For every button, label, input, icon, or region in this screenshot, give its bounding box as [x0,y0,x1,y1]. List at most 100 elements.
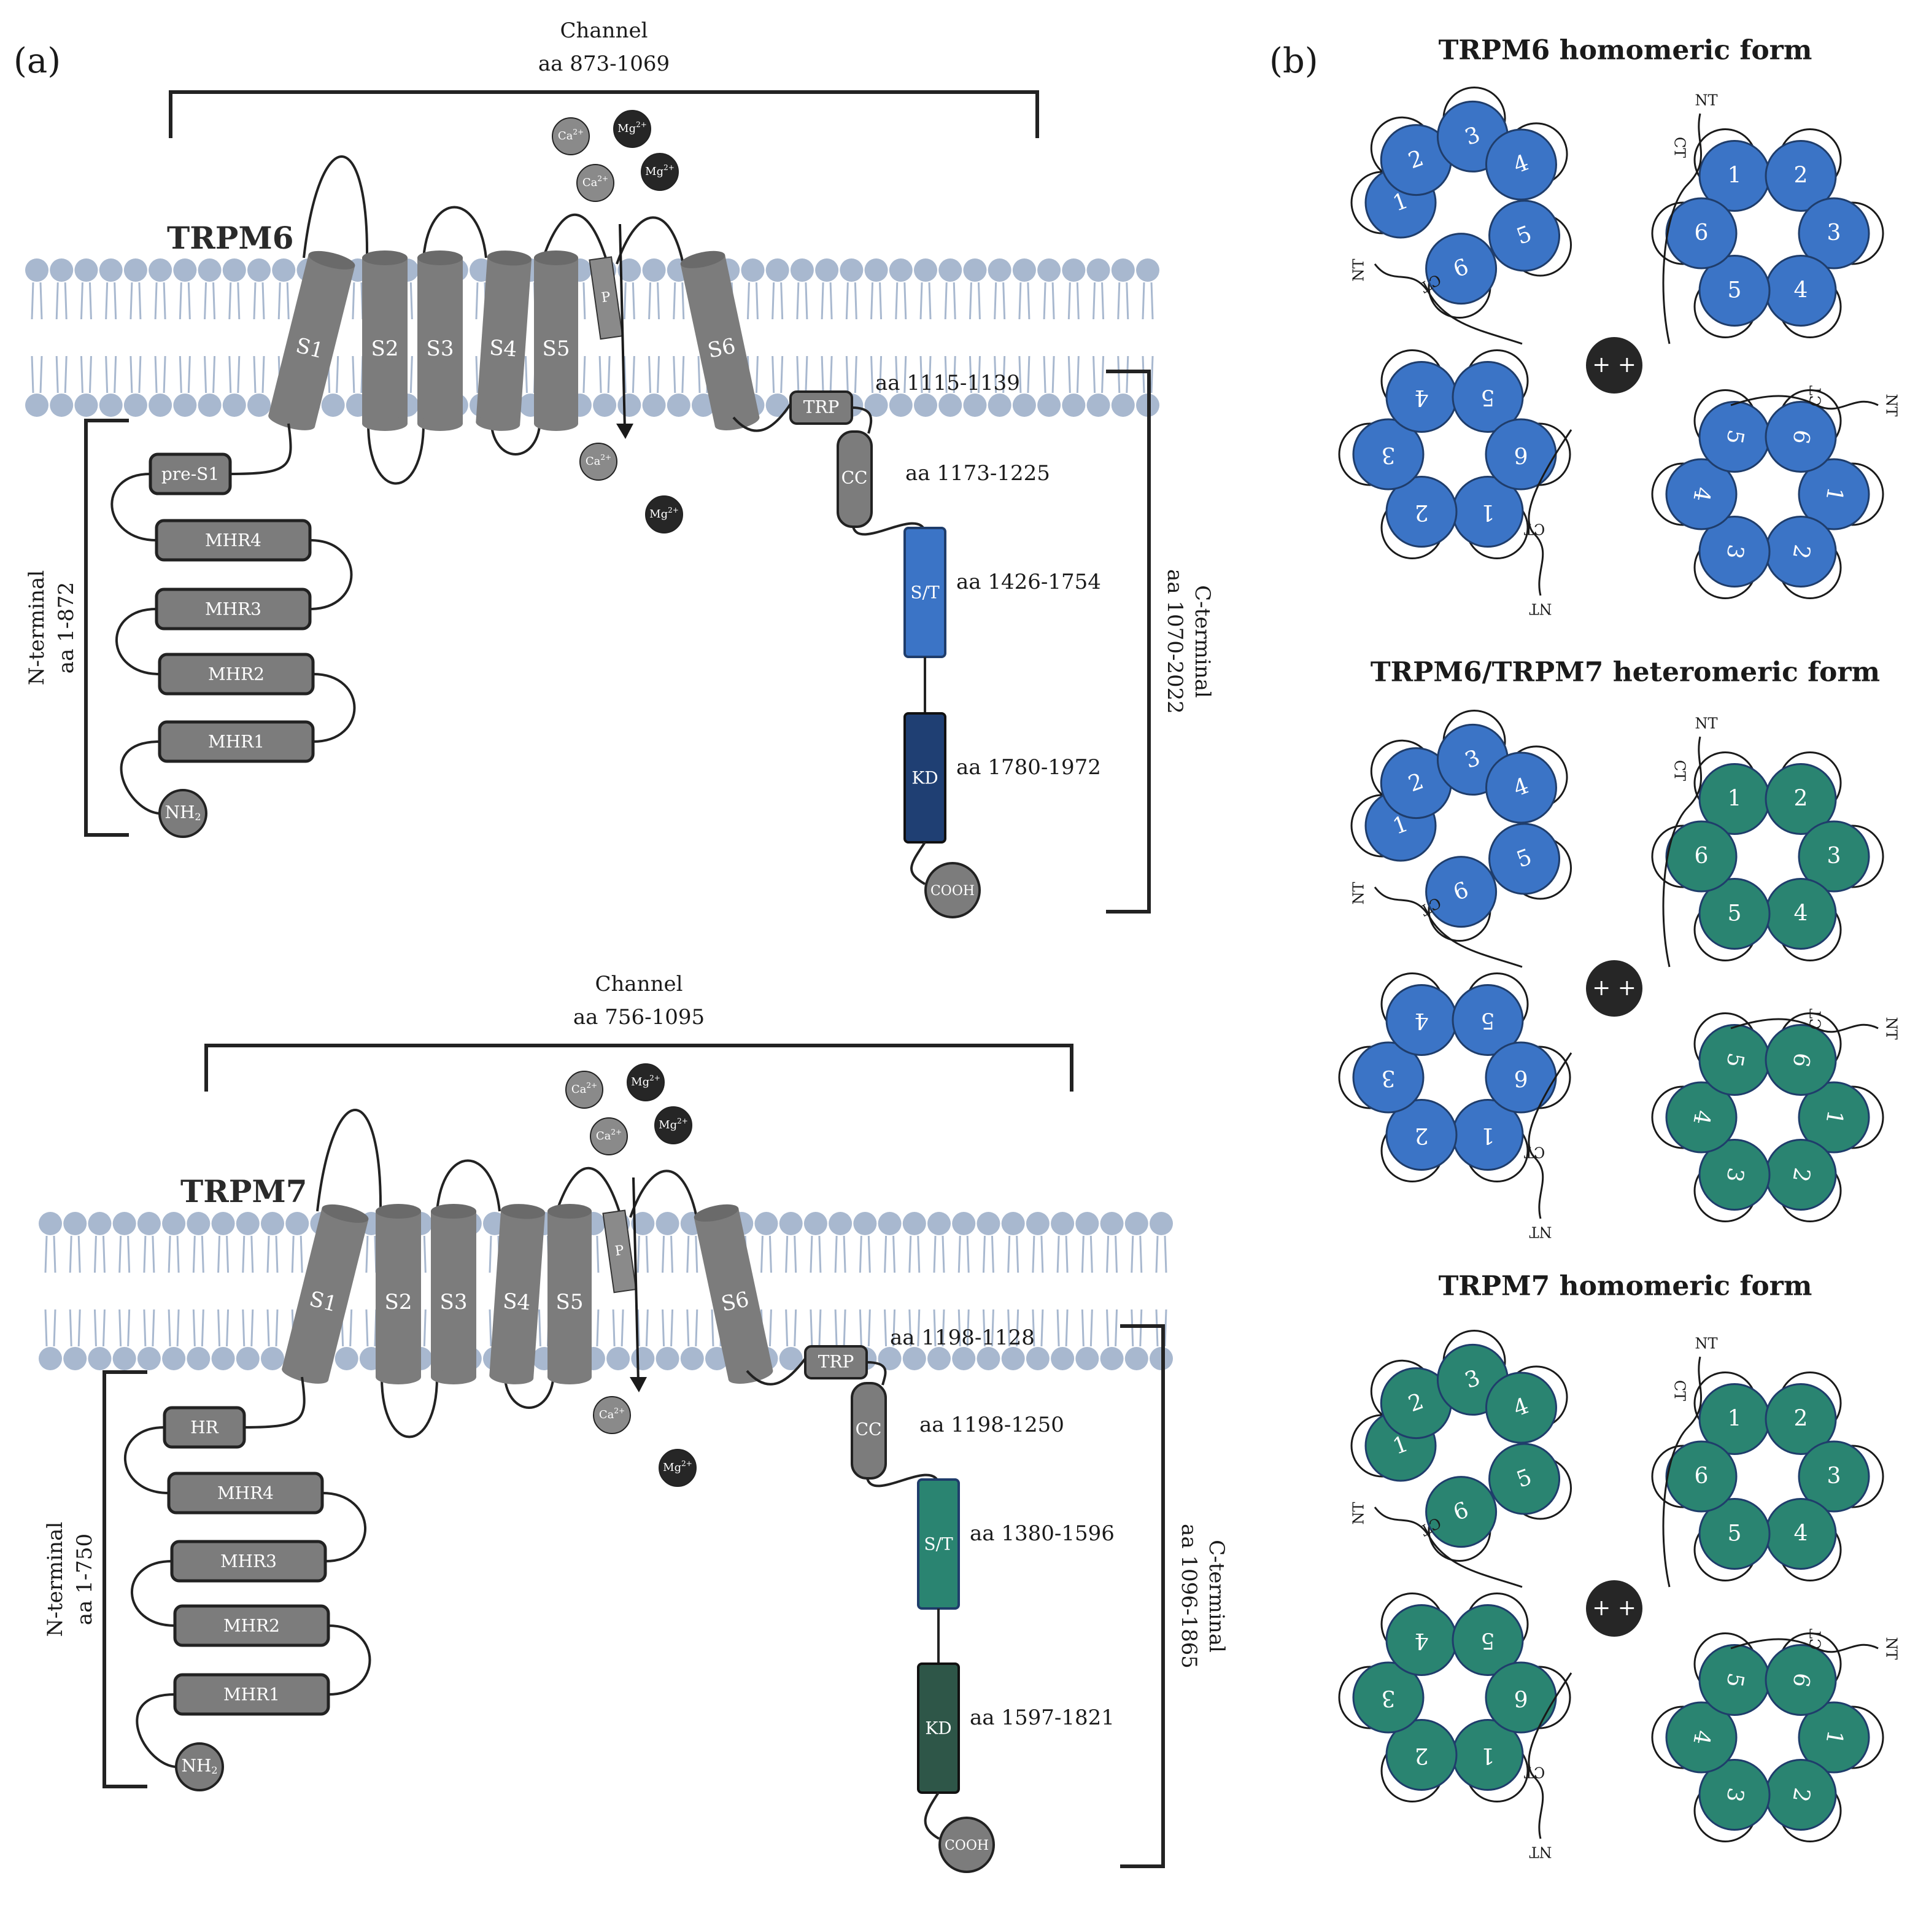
kd-cooh-linker [924,1791,940,1840]
cooh-label: COOH [945,1838,989,1853]
helix-number: 3 [1382,1685,1396,1710]
segment-body [282,1208,369,1381]
lipid-tail [796,355,808,394]
ion-flow-arrow [632,1177,640,1384]
lipid-head [840,258,864,282]
ion [654,1106,692,1144]
helix-number: 1 [1481,1743,1495,1768]
helix-number: 2 [1415,500,1429,525]
lipid-tail [648,282,660,320]
lipid-tail [636,1235,649,1273]
helix-number: 3 [1827,1464,1841,1489]
helix-circle [1425,1476,1498,1548]
lipid-tail [44,1235,56,1273]
ct-label: CT [1808,386,1825,406]
loop-p-s6 [616,216,684,265]
cooh-label: COOH [930,883,975,899]
lipid-tail [612,1309,624,1347]
segment-base [534,416,578,431]
segment-base [417,416,463,431]
channel-bracket [169,90,1039,138]
helix-circle [1765,1383,1837,1455]
lipid-head [162,1347,186,1370]
pore-helix-box [602,1209,637,1294]
helix-circle [1765,400,1837,473]
lipid-head [631,1347,655,1370]
lipid-head [902,1347,926,1370]
ion-label: Mg2+ [617,120,647,136]
segment-cap [680,250,725,268]
helix-number: 2 [1415,1743,1429,1768]
segment-cap [534,250,578,265]
helix-number: 2 [1794,1406,1808,1431]
helix-circle [1698,878,1771,950]
lipid-tail [154,282,166,320]
ion [576,164,614,202]
transmembrane-segment: S5 [534,250,578,431]
transmembrane-segment: S5 [547,1204,592,1384]
lipid-tail [192,1235,204,1273]
segment-cap [362,250,408,265]
lipid-tail [834,1235,846,1273]
lipid-tail [994,355,1006,394]
n-domain-label: MHR3 [205,599,261,619]
loop-s4-s5 [490,417,541,456]
helix-circle [1665,1081,1738,1154]
lipid-head [1012,258,1036,282]
lipid-tail [636,1309,649,1347]
segment-base [489,1369,534,1384]
panel-b-label: (b) [1269,41,1318,81]
lipid-tail [105,282,117,320]
lipid-tail [821,282,833,320]
lipid-head [1086,394,1110,417]
lipid-tail [1142,282,1154,320]
c-terminal-range: aa 1070-2022 [1162,569,1187,714]
helix-circle [1765,1643,1837,1716]
lipid-tail [93,1309,106,1347]
central-pore [1586,337,1642,394]
st-range: aa 1380-1596 [970,1521,1115,1546]
lipid-tail [44,1309,56,1347]
lipid-head [667,394,690,417]
c-terminal-bracket [1106,370,1151,914]
pore-charge-label: + + [1592,976,1636,1001]
terminal-tail [1528,1672,1572,1839]
nt-label: NT [1529,1224,1552,1241]
lipid-head [1026,1347,1050,1370]
helix-number: 1 [1728,1406,1742,1431]
segment-cap [308,250,355,270]
segment-base [376,1370,421,1384]
helix-number: 1 [1481,1123,1495,1148]
lipid-tail [365,1235,377,1273]
lipid-tail [870,282,883,320]
segment-base [268,411,315,430]
segment-label: S6 [706,333,738,363]
lipid-tail [845,282,857,320]
segment-label: S5 [556,1290,584,1314]
cc-st-linker [852,522,926,536]
n-domain-linker [115,608,160,675]
helix-circle [1452,1604,1524,1676]
segment-base [362,416,408,431]
helix-number: 6 [1695,220,1709,246]
trp-cc-linker [866,1361,887,1386]
loop-s3-s4 [436,1159,501,1212]
s6-trp-linker [732,403,792,432]
lipid-head [952,1212,976,1235]
lipid-head [88,1347,112,1370]
lipid-tail [242,1235,254,1273]
lipid-head [247,394,271,417]
lipid-head [1001,1212,1025,1235]
lipid-tail [1032,1235,1044,1273]
segment-label: S4 [489,335,518,362]
lipid-tail [80,282,92,320]
lipid-tail [1106,1235,1118,1273]
cc-domain [851,1382,887,1480]
lipid-tail [1056,1309,1069,1347]
segment-cap [487,250,532,266]
lipid-head [236,1347,260,1370]
terminal-tail [1374,263,1523,345]
n-terminal-bracket [84,419,129,837]
